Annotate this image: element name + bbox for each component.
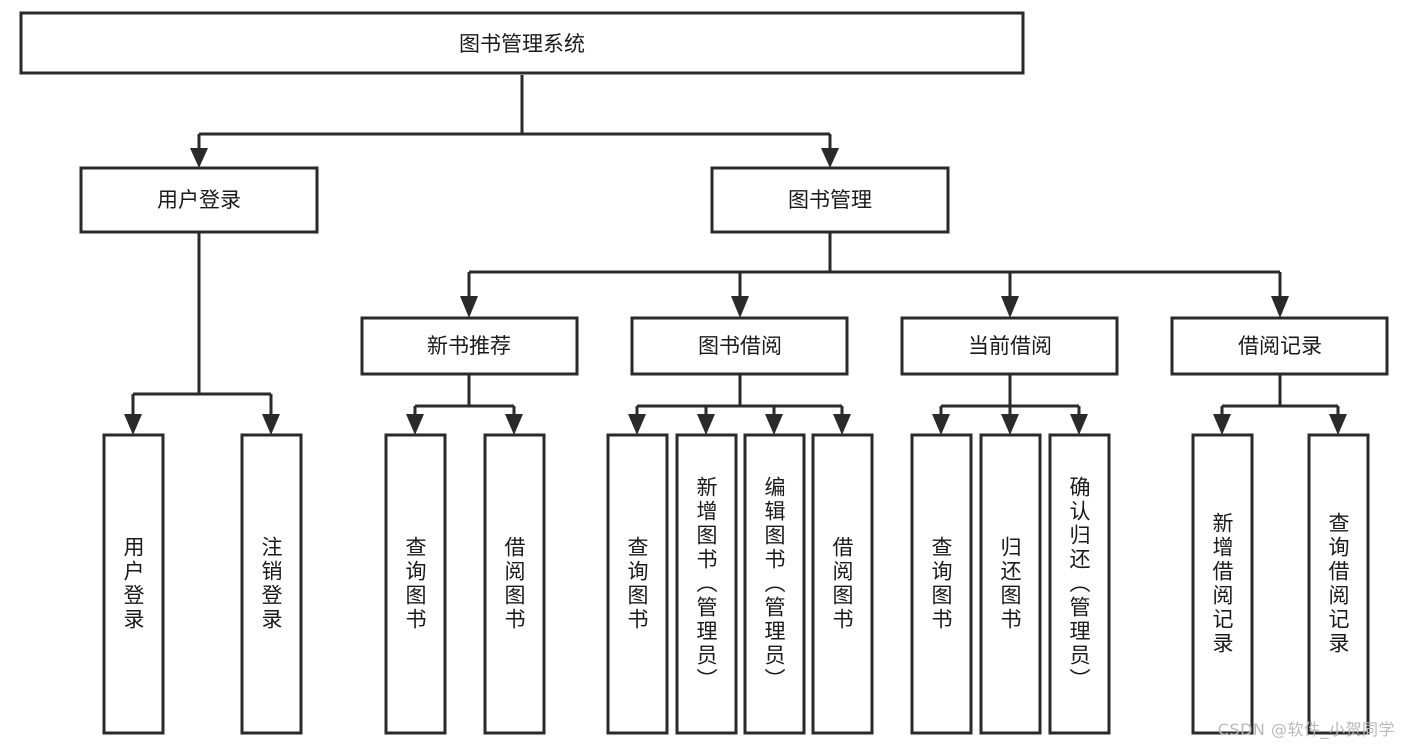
arrowhead-icon	[505, 414, 523, 435]
arrowhead-icon	[406, 414, 424, 435]
connector-borrowrecord-to-leaves	[1213, 374, 1347, 435]
leaf-current-borrow-confirm-label: 确认归还（管理员）	[1067, 476, 1091, 692]
node-current-borrow[interactable]: 当前借阅	[900, 316, 1119, 376]
leaf-book-borrow-edit[interactable]: 编辑图书（管理员）	[743, 433, 806, 735]
leaf-borrow-record-add-label: 新增借阅记录	[1210, 512, 1234, 656]
arrowhead-icon	[262, 414, 280, 435]
arrowhead-icon	[190, 148, 208, 168]
arrowhead-icon	[932, 414, 950, 435]
leaf-borrow-record-query[interactable]: 查询借阅记录	[1307, 433, 1370, 735]
node-root-system-label: 图书管理系统	[459, 32, 585, 56]
leaf-new-book-query[interactable]: 查询图书	[384, 433, 447, 735]
leaf-current-borrow-query-label: 查询图书	[929, 536, 953, 632]
arrowhead-icon	[697, 414, 715, 435]
connector-bookborrow-to-leaves	[628, 374, 851, 435]
connector-currentborrow-to-leaves	[932, 374, 1088, 435]
leaf-book-borrow-edit-label: 编辑图书（管理员）	[762, 476, 786, 692]
leaf-book-borrow-add-label: 新增图书（管理员）	[694, 476, 718, 692]
leaf-book-borrow-borrow[interactable]: 借阅图书	[811, 433, 874, 735]
arrowhead-icon	[1070, 414, 1088, 435]
arrowhead-icon	[821, 148, 839, 168]
arrowhead-icon	[1329, 414, 1347, 435]
leaf-user-login-login-label: 用户登录	[121, 536, 145, 632]
arrowhead-icon	[765, 414, 783, 435]
arrowhead-icon	[731, 296, 749, 318]
leaf-user-login-login[interactable]: 用户登录	[102, 433, 165, 735]
node-book-management-label: 图书管理	[788, 188, 872, 212]
leaf-new-book-borrow[interactable]: 借阅图书	[483, 433, 546, 735]
arrowhead-icon	[124, 414, 142, 435]
leaf-book-borrow-borrow-label: 借阅图书	[830, 536, 854, 632]
arrowhead-icon	[1213, 414, 1231, 435]
node-borrow-record-label: 借阅记录	[1238, 334, 1322, 358]
leaf-user-login-logout-label: 注销登录	[259, 536, 283, 632]
connector-userlogin-to-leaves	[124, 232, 280, 435]
node-book-borrow-label: 图书借阅	[698, 334, 782, 358]
node-user-login-label: 用户登录	[157, 188, 241, 212]
leaf-book-borrow-query[interactable]: 查询图书	[606, 433, 669, 735]
arrowhead-icon	[628, 414, 646, 435]
node-book-management[interactable]: 图书管理	[710, 166, 950, 234]
leaf-borrow-record-query-label: 查询借阅记录	[1326, 512, 1350, 656]
connector-bookmgmt-to-level3	[460, 232, 1289, 318]
arrowhead-icon	[1001, 414, 1019, 435]
leaf-new-book-query-label: 查询图书	[403, 536, 427, 632]
arrowhead-icon	[833, 414, 851, 435]
arrowhead-icon	[460, 296, 478, 318]
leaf-book-borrow-add[interactable]: 新增图书（管理员）	[675, 433, 738, 735]
node-root-system[interactable]: 图书管理系统	[19, 11, 1025, 75]
node-book-borrow[interactable]: 图书借阅	[630, 316, 849, 376]
arrowhead-icon	[1271, 296, 1289, 318]
node-user-login[interactable]: 用户登录	[79, 166, 319, 234]
arrowhead-icon	[1001, 296, 1019, 318]
leaf-current-borrow-return[interactable]: 归还图书	[979, 433, 1042, 735]
leaf-current-borrow-confirm[interactable]: 确认归还（管理员）	[1048, 433, 1111, 735]
node-new-book-recommend[interactable]: 新书推荐	[360, 316, 579, 376]
node-current-borrow-label: 当前借阅	[968, 334, 1052, 358]
leaf-user-login-logout[interactable]: 注销登录	[240, 433, 303, 735]
connector-newbook-to-leaves	[406, 374, 523, 435]
node-new-book-recommend-label: 新书推荐	[427, 334, 511, 358]
leaf-book-borrow-query-label: 查询图书	[625, 536, 649, 632]
leaf-new-book-borrow-label: 借阅图书	[502, 536, 526, 632]
connector-root-to-level2	[190, 75, 839, 168]
node-borrow-record[interactable]: 借阅记录	[1170, 316, 1389, 376]
leaf-borrow-record-add[interactable]: 新增借阅记录	[1191, 433, 1254, 735]
leaf-current-borrow-return-label: 归还图书	[998, 536, 1022, 632]
leaf-current-borrow-query[interactable]: 查询图书	[910, 433, 973, 735]
